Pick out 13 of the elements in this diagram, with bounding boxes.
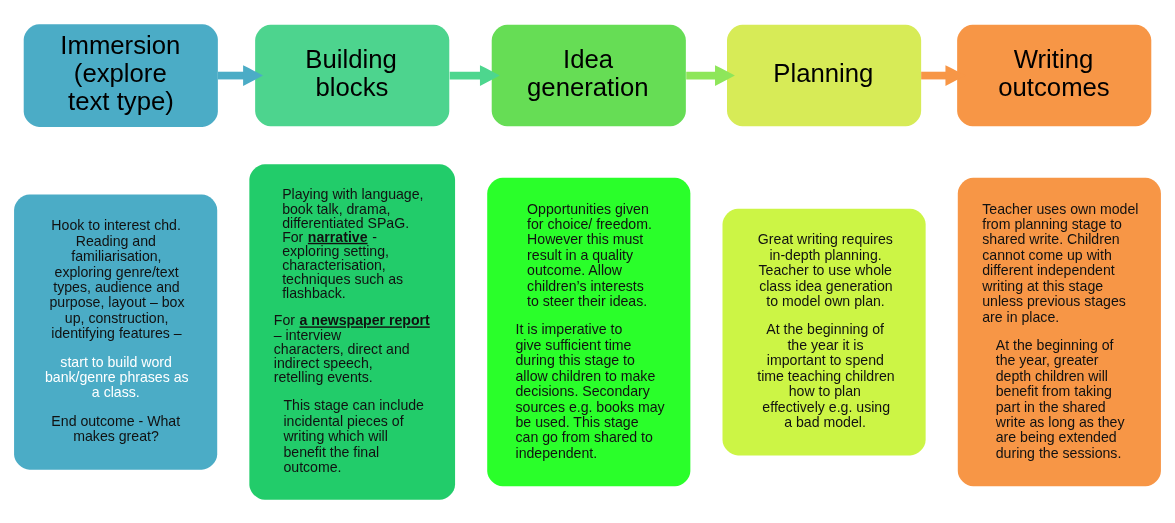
node-box: Playing with language, book talk, drama, differentiated SPaG. For narrative - exploring setting, characterisation, techniques such as flashback. For a newspaper report – interview characters, direct and indirect speech, retelling events. This stage can include incidental pieces of writing which will benefit the final outcome. xyxy=(249,163,456,500)
arrow xyxy=(449,64,500,86)
node-box: Opportunities given for choice/ freedom. However this must result in a quality outcome. Allow children’s interests to steer their ideas. It is imperative to give sufficient time during this stage to allow children to make decisions. Secondary sources e.g. books may be used. This stage can go from shared to independent. xyxy=(487,177,691,486)
node-box: Planning xyxy=(727,24,922,126)
node-box: Idea generation xyxy=(491,24,686,126)
node-box: Building blocks xyxy=(255,24,450,126)
node-box: Teacher uses own model from planning stage to shared write. Children cannot come up with different independent writing at this stage unless previous stages are in place. At the beginning of the year, greater depth children will benefit from taking part in the shared write as long as they are being extended during the sessions. xyxy=(957,177,1161,486)
arrow xyxy=(686,64,735,86)
arrow xyxy=(217,64,263,86)
node-box: Great writing requires in-depth planning. Teacher to use whole class idea generation to model own plan. At the beginning of the year it is important to spend time teaching children how to plan effectively e.g. using a bad model. xyxy=(722,208,926,455)
node-box: Writing outcomes xyxy=(957,24,1152,126)
node-box: Hook to interest chd. Reading and familiarisation, exploring genre/text types, audience and purpose, layout – box up, construction, identifying features – start to build word bank/genre phrases as a class. End outcome - What makes great? xyxy=(14,194,218,470)
node-box: Immersion (explore text type) xyxy=(23,23,218,127)
